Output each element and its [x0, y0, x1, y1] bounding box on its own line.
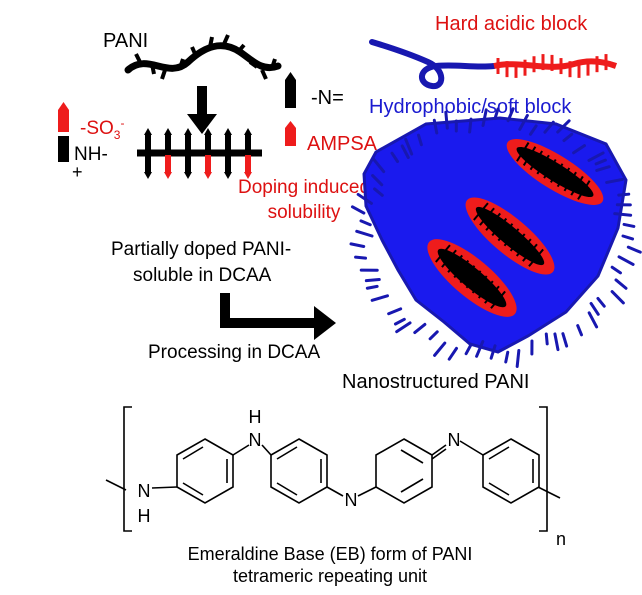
partial-doped-label-line1: Partially doped PANI- [111, 239, 291, 260]
ring-2 [271, 439, 327, 503]
imine-label: -N= [311, 87, 344, 109]
soft-block-label: Hydrophobic/soft block [369, 96, 572, 118]
nanostructure-illustration [351, 109, 640, 367]
sulfonate-symbol-icon [58, 110, 69, 132]
doping-label-line1: Doping induced [238, 177, 370, 198]
doping-label-line2: solubility [268, 202, 341, 223]
pani-label: PANI [103, 30, 148, 52]
ammonium-symbol-icon [58, 136, 69, 162]
ring-4 [483, 439, 539, 503]
plus-label: + [72, 162, 83, 182]
processing-label: Processing in DCAA [148, 342, 320, 363]
right-bracket [539, 407, 547, 531]
ampsa-label: AMPSA [307, 133, 378, 155]
structure-atom-labels: H N N H N N n [138, 407, 567, 549]
ring-3-quinoid [376, 439, 432, 503]
imine-symbol-icon [285, 80, 296, 108]
soft-block-chain [372, 42, 494, 86]
block-copolymer: Hard acidic block Hydrophobic/soft block [342, 13, 640, 393]
repeat-subscript-n: n [556, 529, 566, 549]
atom-n-right: N [448, 430, 461, 450]
processing-arrow-icon [220, 293, 336, 340]
left-bracket [124, 407, 132, 531]
nanostructured-label: Nanostructured PANI [342, 371, 530, 393]
atom-n-left: N [138, 481, 151, 501]
caption-line1: Emeraldine Base (EB) form of PANI [188, 544, 473, 564]
hard-block-label: Hard acidic block [435, 13, 588, 35]
doping-schematic: PANI -N= AMPSA -SO3- NH- + Doping induce… [58, 30, 378, 363]
atom-h-left: H [138, 506, 151, 526]
pani-chain-pendants [136, 35, 275, 79]
atom-h-top: H [249, 407, 262, 427]
ampsa-symbol-icon [285, 128, 296, 146]
atom-n-top: N [249, 430, 262, 450]
sulfonate-label: -SO3- [80, 116, 124, 142]
ring-1 [177, 439, 233, 503]
down-arrow-icon [187, 86, 217, 134]
partial-doped-label-line2: soluble in DCAA [133, 265, 272, 286]
caption-line2: tetrameric repeating unit [233, 566, 427, 586]
atom-n-middle: N [345, 490, 358, 510]
emeraldine-structure [106, 407, 560, 531]
